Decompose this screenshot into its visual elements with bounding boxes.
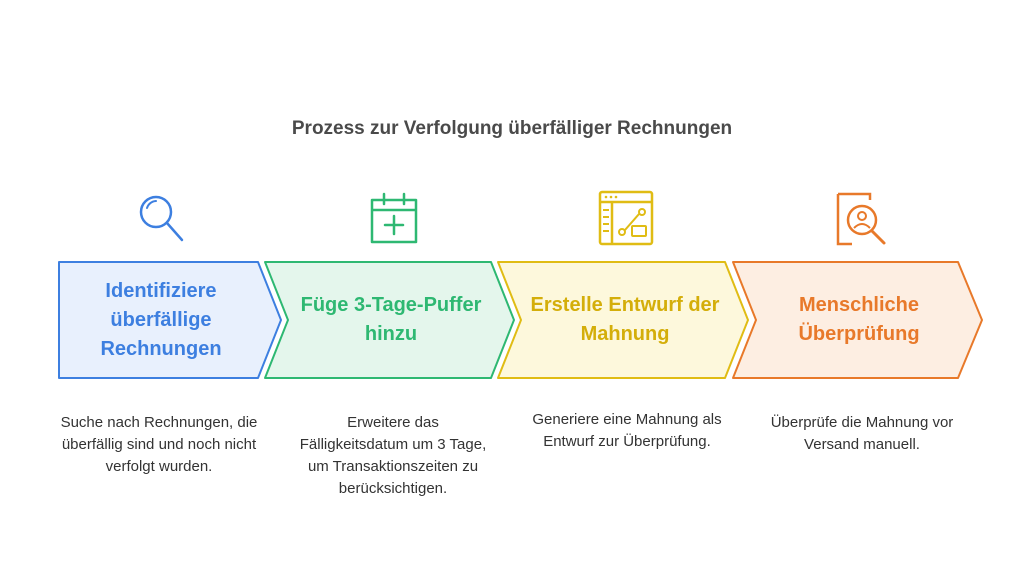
calendar-add-icon — [362, 186, 426, 250]
step-4-arrow — [732, 261, 983, 379]
diagram-title: Prozess zur Verfolgung überfälliger Rech… — [291, 118, 733, 139]
step-3-label: Erstelle Entwurf der Mahnung — [530, 294, 720, 345]
step-1-description: Suche nach Rechnungen, die überfällig si… — [60, 414, 258, 475]
step-4-label: Menschliche Überprüfung — [798, 294, 920, 345]
step-2-label: Füge 3-Tage-Puffer hinzu — [300, 294, 482, 345]
step-3-description: Generiere eine Mahnung als Entwurf zur Ü… — [532, 411, 722, 450]
step-2-description: Erweitere das Fälligkeitsdatum um 3 Tage… — [299, 414, 487, 497]
step-3-arrow — [497, 261, 749, 379]
step-4-description: Überprüfe die Mahnung vor Versand manuel… — [770, 414, 954, 453]
step-2-arrow — [264, 261, 515, 379]
magnifier-icon — [128, 186, 192, 250]
step-1-label: Identifiziere überfällige Rechnungen — [100, 279, 222, 360]
workflow-window-icon — [594, 186, 658, 250]
step-1-arrow — [58, 261, 282, 379]
person-review-icon — [830, 186, 894, 250]
